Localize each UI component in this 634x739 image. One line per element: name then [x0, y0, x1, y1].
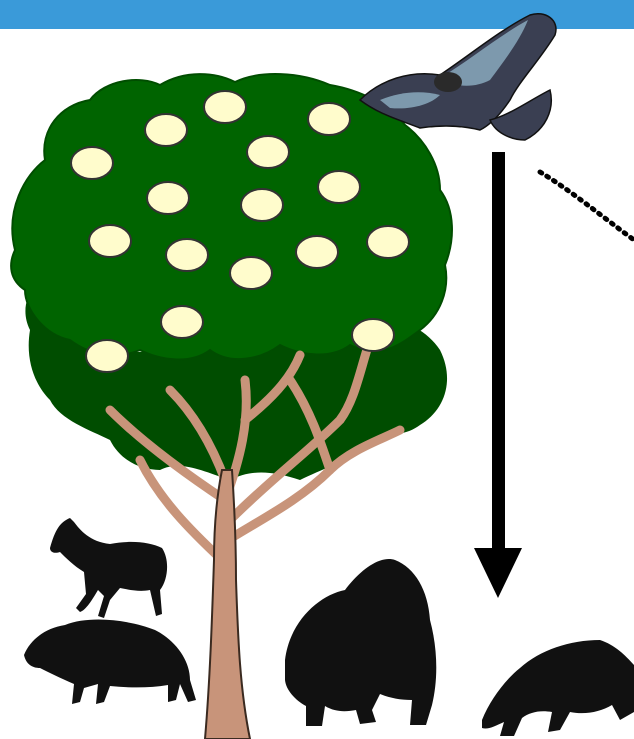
- fruit-13: [230, 257, 272, 289]
- fruit-4: [247, 136, 289, 168]
- warthog-icon: [24, 620, 196, 704]
- fruit-2: [308, 103, 350, 135]
- fruit-1: [204, 91, 246, 123]
- gorilla-icon: [285, 559, 436, 726]
- down-arrow-icon: [474, 152, 522, 598]
- fruit-5: [71, 147, 113, 179]
- fruit-3: [145, 114, 187, 146]
- fruit-16: [86, 340, 128, 372]
- fruit-11: [296, 236, 338, 268]
- fruit-9: [89, 225, 131, 257]
- fruit-12: [367, 226, 409, 258]
- fruit-7: [147, 182, 189, 214]
- fruit-15: [352, 319, 394, 351]
- fruit-8: [241, 189, 283, 221]
- chimpanzee-icon: [482, 640, 634, 736]
- duiker-icon: [50, 518, 167, 618]
- fruit-6: [318, 171, 360, 203]
- fruit-14: [161, 306, 203, 338]
- dotted-path: [540, 172, 634, 240]
- fruit-10: [166, 239, 208, 271]
